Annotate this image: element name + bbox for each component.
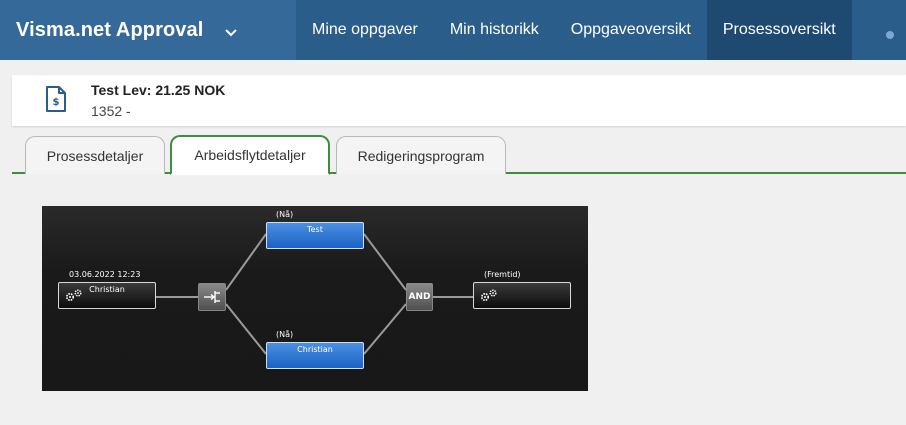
nav-oppgaveoversikt[interactable]: Oppgaveoversikt xyxy=(570,21,691,38)
document-title: Test Lev: 21.25 NOK xyxy=(91,82,226,98)
workflow-connectors xyxy=(156,233,473,355)
gears-icon xyxy=(478,288,500,302)
start-node-label: Christian xyxy=(89,285,125,294)
bottom-node-label: Christian xyxy=(297,345,333,354)
nav-mine-oppgaver[interactable]: Mine oppgaver xyxy=(312,21,418,38)
bottom-node[interactable]: Christian xyxy=(266,342,364,369)
top-node-status: (Nå) xyxy=(276,210,294,219)
and-join-node[interactable]: AND xyxy=(406,283,433,311)
bottom-node-status: (Nå) xyxy=(276,330,294,339)
document-subtitle: 1352 - xyxy=(91,103,131,119)
and-join-label: AND xyxy=(408,292,431,302)
top-node-label: Test xyxy=(307,225,323,234)
tab-arbeidsflytdetaljer[interactable]: Arbeidsflytdetaljer xyxy=(170,135,330,175)
start-node-timestamp: 03.06.2022 12:23 xyxy=(69,270,141,279)
chevron-down-icon[interactable] xyxy=(225,27,238,39)
top-node[interactable]: Test xyxy=(266,222,364,249)
nav-overflow-indicator[interactable] xyxy=(852,0,894,60)
parallel-split-icon[interactable] xyxy=(198,283,226,311)
top-navigation-bar: Visma.net Approval Mine oppgaver Min his… xyxy=(0,0,906,60)
svg-text:$: $ xyxy=(53,97,60,108)
nav-min-historikk[interactable]: Min historikk xyxy=(449,21,539,38)
start-node[interactable]: Christian xyxy=(58,282,156,309)
app-title: Visma.net Approval xyxy=(16,18,204,41)
document-header: $ Test Lev: 21.25 NOK 1352 - xyxy=(12,75,906,126)
nav-prosessoversikt[interactable]: Prosessoversikt xyxy=(706,0,852,60)
gears-icon xyxy=(63,288,85,302)
tab-redigeringsprogram[interactable]: Redigeringsprogram xyxy=(336,136,506,174)
end-node-status: (Fremtid) xyxy=(484,270,521,279)
tab-prosessdetaljer[interactable]: Prosessdetaljer xyxy=(25,136,165,174)
tab-bar: Prosessdetaljer Arbeidsflytdetaljer Redi… xyxy=(0,132,906,176)
end-node[interactable] xyxy=(473,282,571,309)
invoice-dollar-icon: $ xyxy=(40,83,70,115)
workflow-diagram: 03.06.2022 12:23 Christian (Nå) Test (Nå… xyxy=(42,206,588,391)
app-switcher[interactable]: Visma.net Approval xyxy=(0,0,296,60)
